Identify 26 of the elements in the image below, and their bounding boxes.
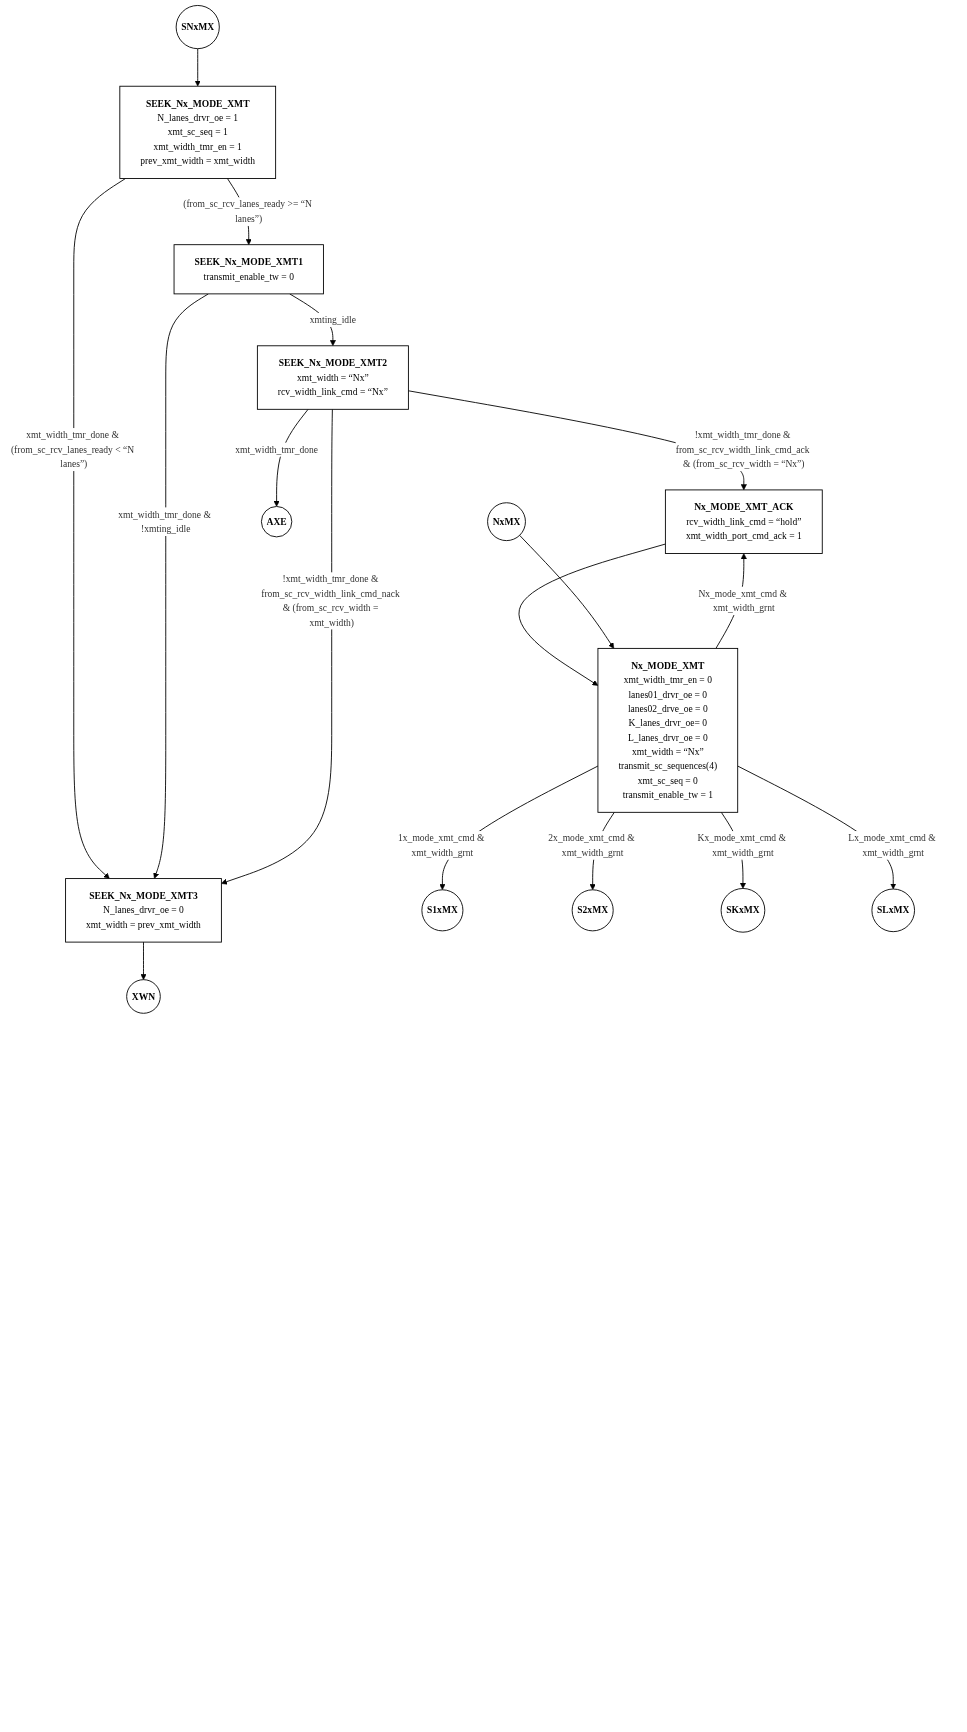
- node-box: SEEK_Nx_MODE_XMT1 transmit_enable_tw = 0: [173, 244, 324, 295]
- node-box: Nx_MODE_XMT xmt_width_tmr_en = 0 lanes01_drvr_oe = 0 lanes02_drve_oe = 0 K_lanes_drvr_oe= 0 L_lanes_drvr_oe = 0 xmt_width = “Nx” transmit_sc_sequences(4) xmt_sc_seq = 0 transmit_enable_tw = 1: [597, 647, 739, 813]
- edge-label: xmt_width_tmr_done & (from_sc_rcv_lanes_ready < “N lanes”): [10, 430, 135, 470]
- node-circle: S1xMX: [421, 889, 464, 932]
- node-circle: SKxMX: [720, 888, 766, 933]
- node-box: Nx_MODE_XMT_ACK rcv_width_link_cmd = “hold” xmt_width_port_cmd_ack = 1: [664, 489, 823, 554]
- node-circle: NxMX: [487, 502, 526, 542]
- edge-label: (from_sc_rcv_lanes_ready >= “N lanes”): [183, 199, 312, 224]
- edge-label: 1x_mode_xmt_cmd & xmt_width_grnt: [398, 833, 485, 858]
- node-circle: SNxMX: [175, 5, 220, 50]
- node-circle: S2xMX: [571, 889, 614, 932]
- edge-label: !xmt_width_tmr_done & from_sc_rcv_width_link_cmd_nack & (from_sc_rcv_width = xmt_width): [261, 574, 400, 628]
- edge-label: 2x_mode_xmt_cmd & xmt_width_grnt: [548, 833, 635, 858]
- node-circle: AXE: [260, 506, 293, 538]
- edge-label: !xmt_width_tmr_done & from_sc_rcv_width_link_cmd_ack & (from_sc_rcv_width = “Nx”): [675, 430, 810, 470]
- edge-label: xmt_width_tmr_done & !xmting_idle: [118, 509, 211, 534]
- edge-label: Kx_mode_xmt_cmd & xmt_width_grnt: [697, 833, 786, 858]
- node-box: SEEK_Nx_MODE_XMT N_lanes_drvr_oe = 1 xmt_sc_seq = 1 xmt_width_tmr_en = 1 prev_xmt_width = xmt_width: [119, 85, 277, 179]
- node-box: SEEK_Nx_MODE_XMT3 N_lanes_drvr_oe = 0 xmt_width = prev_xmt_width: [65, 878, 222, 943]
- edge-label: xmt_width_tmr_done: [235, 444, 319, 455]
- node-box: SEEK_Nx_MODE_XMT2 xmt_width = “Nx” rcv_width_link_cmd = “Nx”: [256, 345, 409, 410]
- edge-label: Nx_mode_xmt_cmd & xmt_width_grnt: [698, 588, 787, 614]
- node-circle: XWN: [126, 979, 161, 1014]
- edge-label: Lx_mode_xmt_cmd & xmt_width_grnt: [848, 833, 936, 858]
- node-circle: SLxMX: [871, 888, 915, 933]
- edge-label: xmting_idle: [309, 314, 356, 325]
